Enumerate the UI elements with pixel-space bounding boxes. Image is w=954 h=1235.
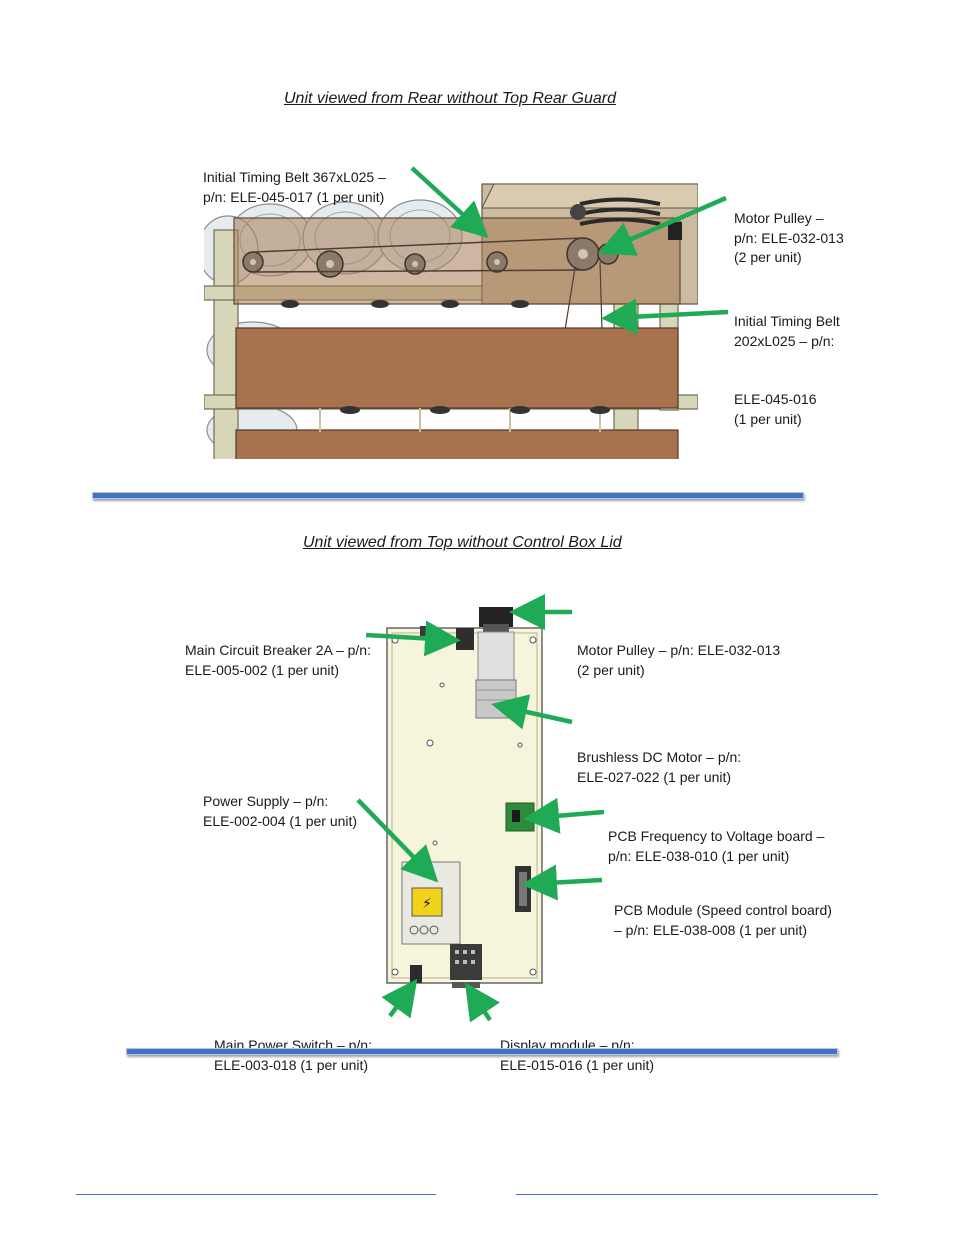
label-pcb-frequency-board: PCB Frequency to Voltage board –p/n: ELE… [608, 828, 825, 864]
svg-text:⚡: ⚡ [422, 896, 432, 912]
top-view-heading: Unit viewed from Top without Control Box… [303, 534, 622, 551]
label-motor-pulley-top: Motor Pulley – p/n: ELE-032-013(2 per un… [577, 642, 781, 678]
label-power-supply: Power Supply – p/n:ELE-002-004 (1 per un… [203, 793, 358, 829]
label-main-circuit-breaker: Main Circuit Breaker 2A – p/n:ELE-005-00… [185, 642, 371, 678]
rear-view-heading: Unit viewed from Rear without Top Rear G… [284, 90, 616, 107]
section-divider [92, 492, 804, 499]
label-motor-pulley-rear: Motor Pulley –p/n: ELE-032-013(2 per uni… [734, 210, 844, 265]
label-initial-timing-belt-367: Initial Timing Belt 367xL025 –p/n: ELE-0… [203, 169, 386, 205]
label-brushless-dc-motor: Brushless DC Motor – p/n:ELE-027-022 (1 … [577, 749, 742, 785]
footer-line-left [76, 1194, 436, 1195]
section-divider-bottom [126, 1048, 838, 1055]
label-pcb-module: PCB Module (Speed control board)– p/n: E… [614, 902, 832, 938]
footer-line-right [516, 1194, 878, 1195]
